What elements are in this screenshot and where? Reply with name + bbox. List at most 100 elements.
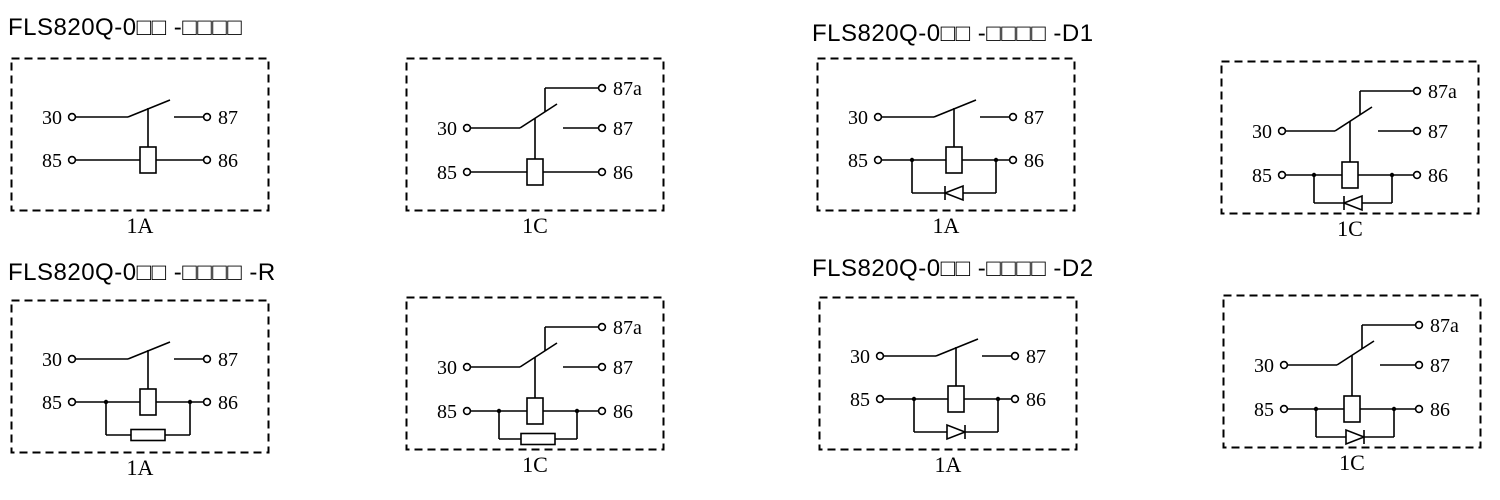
terminal-circle-coil-right [597,167,607,177]
group-title-d2: FLS820Q-0□□ -□□□□ -D2 [812,255,1094,282]
terminal-circle-common [67,354,77,364]
junction-dot [1391,406,1397,412]
terminal-circle-no [202,112,212,122]
terminal-circle-nc [597,322,607,332]
terminal-circle-common [1279,360,1289,370]
terminal-label-coil-right: 86 [1428,165,1448,187]
terminal-circle-common [1277,126,1287,136]
terminal-label-no: 87 [1428,121,1448,143]
terminal-label-common: 30 [848,107,868,129]
diagram-caption-1c-d1: 1C [1337,216,1363,241]
terminal-circle-coil-left [1277,170,1287,180]
terminal-circle-nc [1412,86,1422,96]
terminal-circle-nc [1414,320,1424,330]
terminal-label-common: 30 [1252,121,1272,143]
diagram-caption-1c-base: 1C [522,213,548,238]
terminal-circle-coil-right [597,406,607,416]
terminal-label-common: 30 [850,346,870,368]
relay-schematic-svg: 87a 30 87 85 86 [1220,60,1480,215]
terminal-circle-no [1414,360,1424,370]
terminal-circle-no [597,362,607,372]
terminal-label-nc: 87a [1430,315,1459,337]
terminal-label-coil-left: 85 [848,150,868,172]
diagram-caption-1a-base: 1A [126,213,154,238]
terminal-circle-no [1008,112,1018,122]
terminal-circle-coil-right [1010,394,1020,404]
junction-dot [1313,406,1319,412]
terminal-circle-coil-left [67,397,77,407]
diagram-caption-1a-d2: 1A [934,452,962,477]
terminal-label-common: 30 [42,349,62,371]
diagram-dashed-border [818,296,1078,451]
diagram-1c-r: 87a 30 87 85 86 [405,296,665,451]
coil-symbol [1343,395,1361,423]
group-title-base: FLS820Q-0□□ -□□□□ [8,14,243,41]
diagram-dashed-border [405,57,665,212]
terminal-circle-coil-left [462,167,472,177]
terminal-label-coil-right: 86 [1026,389,1046,411]
diagram-1c-d1: 87a 30 87 85 86 [1220,60,1480,215]
terminal-circle-coil-left [875,394,885,404]
coil-symbol [945,146,963,174]
terminal-label-common: 30 [437,357,457,379]
terminal-circle-common [67,112,77,122]
terminal-circle-nc [597,83,607,93]
diode-symbol [942,184,964,202]
terminal-label-no: 87 [1026,346,1046,368]
diagram-dashed-border [1222,294,1482,449]
coil-symbol [947,385,965,413]
terminal-circle-no [597,123,607,133]
terminal-label-no: 87 [613,357,633,379]
terminal-circle-coil-left [1279,404,1289,414]
terminal-label-common: 30 [42,107,62,129]
diode-symbol [946,423,968,441]
terminal-label-coil-left: 85 [437,401,457,423]
diagram-dashed-border [816,57,1076,212]
junction-dot [911,396,917,402]
terminal-circle-coil-right [202,155,212,165]
relay-schematic-svg: 87a 30 87 85 86 [405,296,665,451]
terminal-label-nc: 87a [1428,81,1457,103]
terminal-label-coil-right: 86 [218,150,238,172]
group-title-r: FLS820Q-0□□ -□□□□ -R [8,259,276,286]
diode-symbol [1345,428,1367,446]
junction-dot [574,408,580,414]
terminal-label-coil-right: 86 [1024,150,1044,172]
diagram-caption-1c-r: 1C [522,452,548,477]
junction-dot [993,157,999,163]
junction-dot [995,396,1001,402]
diagram-dashed-border [1220,60,1480,215]
terminal-label-coil-left: 85 [1252,165,1272,187]
junction-dot [1389,172,1395,178]
resistor-symbol [520,432,556,446]
terminal-label-coil-left: 85 [437,162,457,184]
terminal-circle-coil-right [1412,170,1422,180]
terminal-circle-common [873,112,883,122]
terminal-circle-no [1412,126,1422,136]
terminal-label-common: 30 [1254,355,1274,377]
diagram-caption-1a-r: 1A [126,455,154,480]
coil-symbol [139,146,157,174]
coil-symbol [1341,161,1359,189]
diagram-caption-1c-d2: 1C [1339,450,1365,475]
terminal-label-nc: 87a [613,317,642,339]
diagram-dashed-border [10,57,270,212]
junction-dot [1311,172,1317,178]
junction-dot [103,399,109,405]
terminal-label-coil-left: 85 [42,150,62,172]
terminal-label-coil-left: 85 [1254,399,1274,421]
terminal-circle-coil-left [67,155,77,165]
diagram-dashed-border [405,296,665,451]
diagram-caption-1a-d1: 1A [932,213,960,238]
junction-dot [187,399,193,405]
diagram-1a-d1: 30 87 85 86 [816,57,1076,212]
terminal-label-no: 87 [1024,107,1044,129]
terminal-label-no: 87 [1430,355,1450,377]
terminal-label-coil-right: 86 [613,162,633,184]
terminal-label-coil-right: 86 [613,401,633,423]
